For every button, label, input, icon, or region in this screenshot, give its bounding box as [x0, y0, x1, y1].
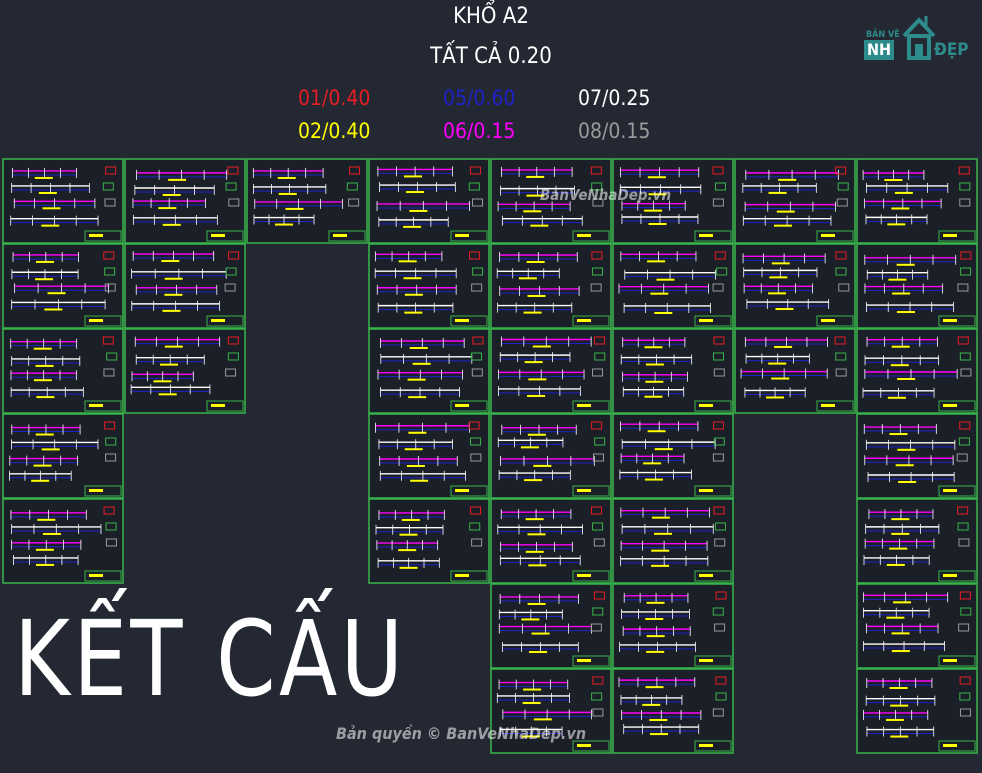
drawing-sheet-thumbnail[interactable] [2, 158, 124, 244]
drawing-sheet-thumbnail[interactable] [124, 328, 246, 414]
paper-size-label: KHỔ A2 [453, 4, 529, 29]
drawing-sheet-thumbnail[interactable] [734, 328, 856, 414]
drawing-sheet-thumbnail[interactable] [2, 413, 124, 499]
drawing-sheet-thumbnail[interactable] [856, 583, 978, 669]
drawing-sheet-thumbnail[interactable] [612, 413, 734, 499]
drawing-sheet-thumbnail[interactable] [612, 243, 734, 329]
drawing-sheet-thumbnail[interactable] [856, 498, 978, 584]
watermark-copyright: Bản quyền © BanVeNhaDep.vn [336, 724, 587, 743]
drawing-sheet-thumbnail[interactable] [612, 668, 734, 754]
pen-legend-01: 01/0.40 [298, 86, 371, 110]
pen-legend-05: 05/0.60 [443, 86, 516, 110]
logo-brand: NH [864, 40, 895, 60]
drawing-sheet-thumbnail[interactable] [124, 158, 246, 244]
drawing-sheet-thumbnail[interactable] [124, 243, 246, 329]
drawing-sheet-thumbnail[interactable] [734, 243, 856, 329]
drawing-sheet-thumbnail[interactable] [490, 498, 612, 584]
drawing-sheet-thumbnail[interactable] [612, 583, 734, 669]
drawing-sheet-thumbnail[interactable] [612, 498, 734, 584]
house-icon [902, 16, 936, 60]
drawing-sheet-thumbnail[interactable] [490, 668, 612, 754]
drawing-sheet-thumbnail[interactable] [490, 328, 612, 414]
drawing-sheet-thumbnail[interactable] [2, 498, 124, 584]
drawing-sheet-thumbnail[interactable] [490, 583, 612, 669]
drawing-sheet-thumbnail[interactable] [856, 413, 978, 499]
drawing-sheet-thumbnail[interactable] [856, 668, 978, 754]
drawing-sheet-thumbnail[interactable] [2, 328, 124, 414]
drawing-sheet-thumbnail[interactable] [490, 158, 612, 244]
drawing-sheet-thumbnail[interactable] [368, 498, 490, 584]
watermark-center: BanVeNhaDep.vn [540, 186, 672, 204]
pen-legend-07: 07/0.25 [578, 86, 651, 110]
drawing-set-title: KẾT CẤU [14, 598, 407, 720]
pen-legend-02: 02/0.40 [298, 119, 371, 143]
logo-dep: ĐẸP [934, 40, 969, 60]
pen-legend-06: 06/0.15 [443, 119, 516, 143]
drawing-sheet-thumbnail[interactable] [856, 328, 978, 414]
drawing-sheet-thumbnail[interactable] [490, 243, 612, 329]
drawing-sheet-thumbnail[interactable] [612, 328, 734, 414]
drawing-sheet-thumbnail[interactable] [856, 243, 978, 329]
pen-legend-08: 08/0.15 [578, 119, 651, 143]
drawing-sheet-thumbnail[interactable] [368, 243, 490, 329]
drawing-sheet-thumbnail[interactable] [368, 413, 490, 499]
drawing-sheet-thumbnail[interactable] [368, 158, 490, 244]
drawing-sheet-thumbnail[interactable] [490, 413, 612, 499]
logo-tagline: BẢN VẼ [866, 30, 900, 40]
drawing-sheet-thumbnail[interactable] [2, 243, 124, 329]
drawing-sheet-thumbnail[interactable] [856, 158, 978, 244]
site-logo: BẢN VẼ NH ĐẸP [858, 12, 974, 66]
drawing-sheet-thumbnail[interactable] [246, 158, 368, 244]
drawing-sheet-thumbnail[interactable] [612, 158, 734, 244]
default-lineweight-label: TẤT CẢ 0.20 [430, 44, 552, 69]
drawing-sheet-thumbnail[interactable] [368, 328, 490, 414]
drawing-sheet-thumbnail[interactable] [734, 158, 856, 244]
